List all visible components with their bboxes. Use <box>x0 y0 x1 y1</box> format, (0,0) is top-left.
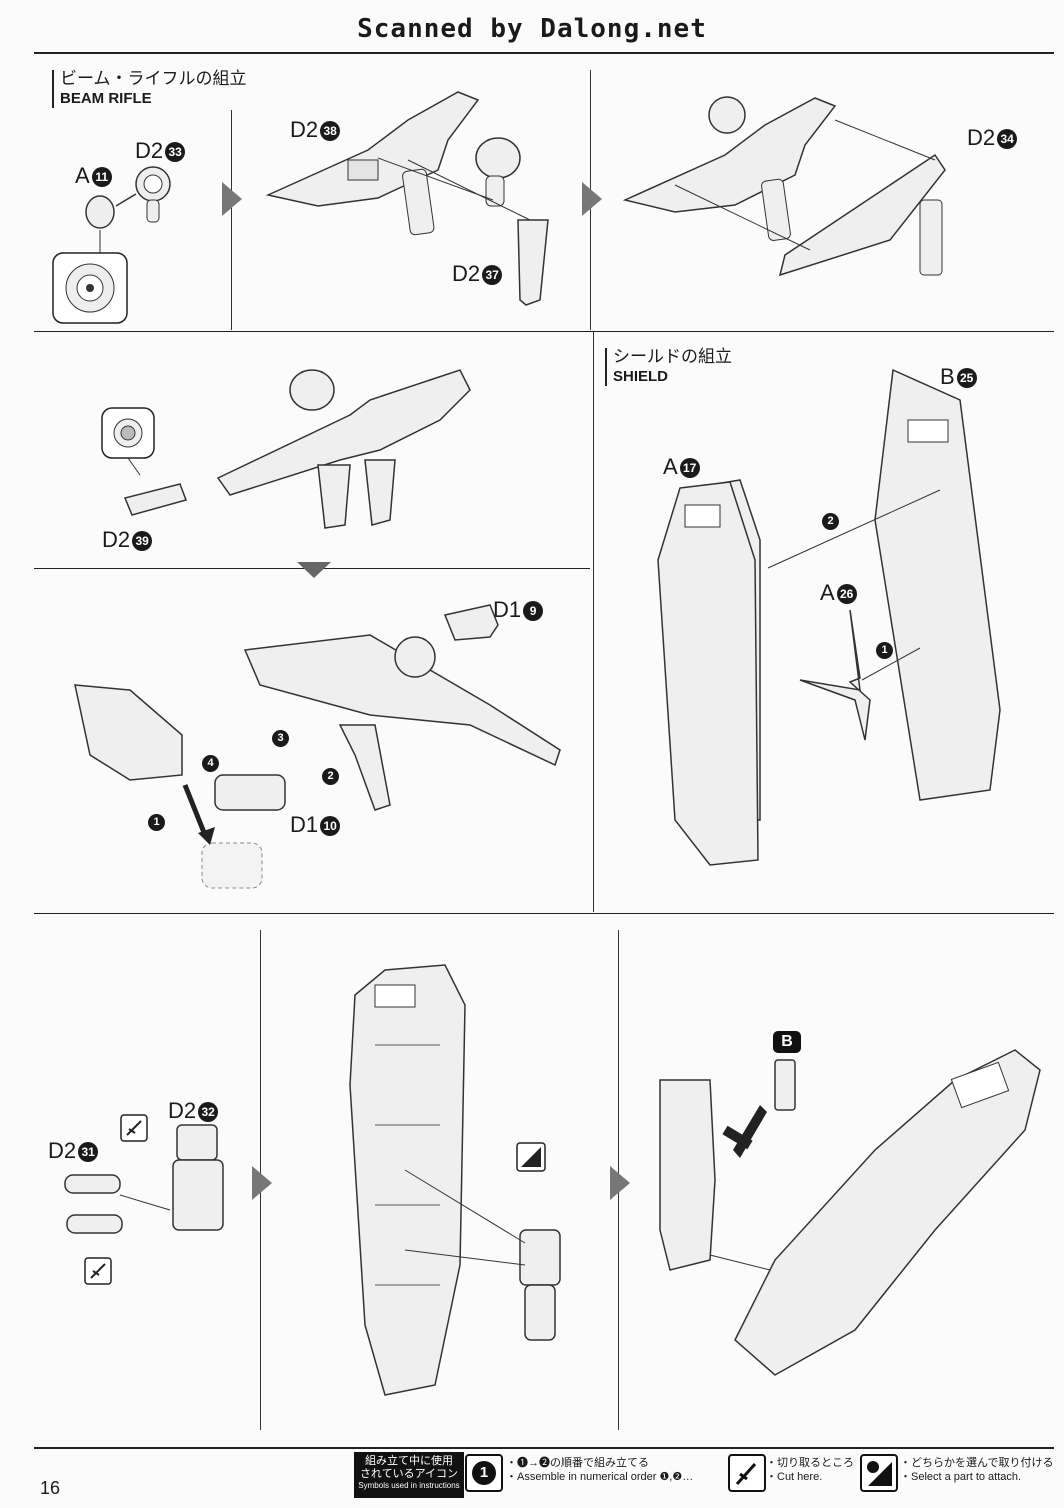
cut-here-icon <box>728 1454 766 1492</box>
next-step-arrow-icon <box>610 1166 630 1200</box>
rifle-body-drawing <box>265 91 549 306</box>
next-step-arrow-icon <box>222 182 242 216</box>
legend-select-text: ・どちらかを選んで取り付ける ・Select a part to attach. <box>900 1456 1053 1484</box>
bottom-rule <box>34 1447 1054 1449</box>
legend-heading: 組み立て中に使用 されているアイコン Symbols used in instr… <box>354 1452 464 1498</box>
sight-parts-drawing <box>52 166 171 324</box>
step-4-marker: 4 <box>202 753 219 772</box>
beam-rifle-title: ビーム・ライフルの組立 BEAM RIFLE <box>52 70 247 108</box>
shield-back-drawing <box>349 964 561 1396</box>
shield-parts-drawing <box>657 368 1001 866</box>
select-triangle-icon <box>867 1461 892 1486</box>
divider <box>593 332 594 912</box>
step-3-marker: 3 <box>272 728 289 747</box>
legend-heading-line: Symbols used in instructions <box>358 1481 460 1490</box>
legend-select-jp: ・どちらかを選んで取り付ける <box>900 1457 1054 1469</box>
title-jp: ビーム・ライフルの組立 <box>60 69 247 89</box>
step-1-marker: 1 <box>148 812 165 831</box>
top-rule <box>34 52 1054 54</box>
shield-title: シールドの組立 SHIELD <box>605 348 732 386</box>
step-2-marker: 2 <box>822 511 839 530</box>
legend-heading-line: されているアイコン <box>359 1468 459 1480</box>
rifle-assembly-drawing <box>622 96 946 277</box>
title-en: SHIELD <box>613 368 669 385</box>
hand-grip-drawing <box>74 604 561 889</box>
legend-cut-en: ・Cut here. <box>766 1471 823 1483</box>
row-rule-2 <box>34 913 1054 914</box>
legend-select-en: ・Select a part to attach. <box>900 1471 1022 1483</box>
legend-order-en: ・Assemble in numerical order ❶,❷… <box>506 1471 694 1483</box>
next-step-arrow-icon <box>297 562 331 578</box>
row-rule-1 <box>34 331 1054 332</box>
legend-cut-text: ・切り取るところ ・Cut here. <box>766 1456 854 1484</box>
legend-order-jp: ・❶→❷の順番で組み立てる <box>506 1457 649 1469</box>
next-step-arrow-icon <box>582 182 602 216</box>
step-2-marker: 2 <box>322 766 339 785</box>
nipper-icon <box>735 1462 757 1486</box>
divider <box>231 110 232 330</box>
numbered-order-icon: 1 <box>465 1454 503 1492</box>
select-part-icon <box>860 1454 898 1492</box>
next-step-arrow-icon <box>252 1166 272 1200</box>
legend-heading-line: 組み立て中に使用 <box>365 1455 453 1467</box>
muzzle-attach-drawing <box>101 369 471 529</box>
runner-tag-label: B <box>773 1031 801 1053</box>
shield-grip-assembly-drawing <box>659 1049 1041 1376</box>
scan-watermark: Scanned by Dalong.net <box>357 14 707 44</box>
title-en: BEAM RIFLE <box>60 90 152 107</box>
step-1-marker: 1 <box>876 640 893 659</box>
order-number: 1 <box>472 1461 496 1485</box>
grip-parts-drawing <box>64 1114 224 1285</box>
runner-b-tag: B <box>773 1031 801 1053</box>
title-jp: シールドの組立 <box>613 347 732 367</box>
legend-cut-jp: ・切り取るところ <box>766 1457 854 1469</box>
page-number: 16 <box>40 1478 61 1498</box>
legend-order-text: ・❶→❷の順番で組み立てる ・Assemble in numerical ord… <box>506 1456 693 1484</box>
